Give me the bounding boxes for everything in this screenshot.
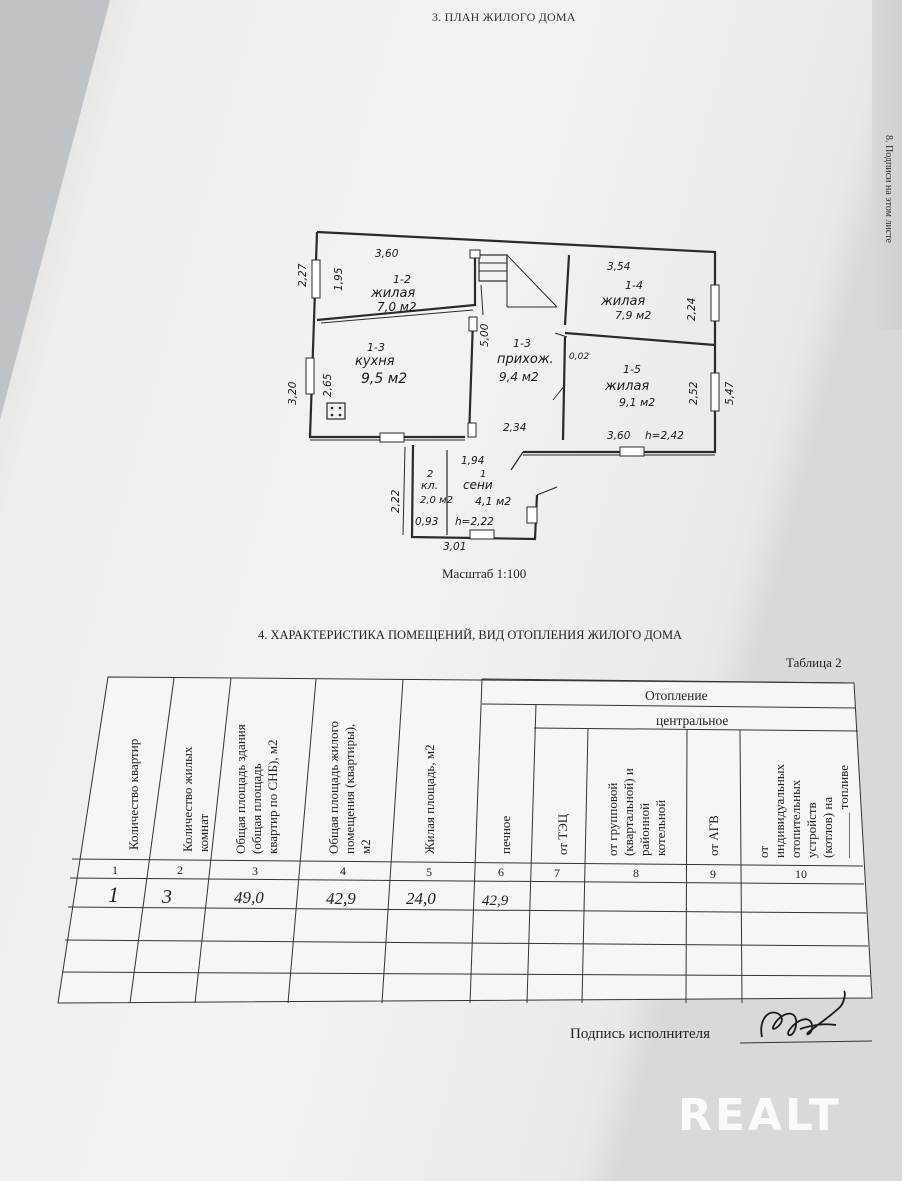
dim-3-54: 3,54 bbox=[607, 261, 630, 273]
room-closet-name: кл. bbox=[421, 479, 438, 492]
header-col8-line4: котельной bbox=[653, 800, 668, 856]
table-label: Таблица 2 bbox=[786, 655, 842, 670]
header-col6: печное bbox=[498, 815, 513, 854]
room-1-2-name: жилая bbox=[370, 286, 415, 301]
dim-2-22: 2,22 bbox=[390, 489, 402, 513]
header-col4-line3: м2 bbox=[358, 839, 373, 854]
col-number-3: 3 bbox=[252, 864, 258, 878]
cell-zhilaya: 24,0 bbox=[406, 889, 436, 908]
room-1-2-area: 7,0 м2 bbox=[377, 300, 417, 314]
dim-0-02: 0,02 bbox=[569, 352, 589, 362]
dim-2-34: 2,34 bbox=[503, 422, 526, 434]
header-col4-line1: Общая площадь жилого bbox=[326, 721, 341, 854]
dim-5-00: 5,00 bbox=[479, 323, 491, 347]
room-1-4-area: 7,9 м2 bbox=[615, 309, 651, 322]
header-col1: Количество квартир bbox=[126, 739, 141, 850]
col-number-2: 2 bbox=[177, 863, 183, 877]
col-number-5: 5 bbox=[426, 865, 432, 879]
adjacent-page-text: 8. Подписи на этом листе bbox=[883, 135, 894, 244]
room-1-3-kitchen-name: кухня bbox=[355, 354, 395, 369]
col-number-4: 4 bbox=[340, 864, 346, 878]
room-closet-id: 2 bbox=[427, 469, 433, 480]
room-vestibule-id: 1 bbox=[480, 469, 486, 480]
room-1-3-hall-area: 9,4 м2 bbox=[499, 370, 539, 384]
plan-scale: Масштаб 1:100 bbox=[442, 566, 527, 581]
dim-1-95: 1,95 bbox=[333, 267, 345, 291]
adjacent-page-edge: 8. Подписи на этом листе bbox=[872, 0, 902, 330]
room-1-5-area: 9,1 м2 bbox=[619, 396, 655, 409]
dim-2-52: 2,52 bbox=[688, 381, 700, 405]
dim-3-01: 3,01 bbox=[443, 541, 466, 553]
dim-3-60-bottom: 3,60 bbox=[607, 430, 631, 442]
header-col3-line2: (общая площадь bbox=[249, 763, 264, 854]
signature-mark bbox=[740, 990, 873, 1044]
room-1-2-id: 1-2 bbox=[393, 273, 411, 286]
header-col2-line2: комнат bbox=[196, 813, 211, 852]
col-number-8: 8 bbox=[633, 866, 639, 880]
header-col2-line1: Количество жилых bbox=[180, 746, 195, 852]
height-2-42: h=2,42 bbox=[645, 430, 684, 442]
col-number-7: 7 bbox=[554, 866, 560, 880]
header-centralnoe: центральное bbox=[656, 713, 728, 728]
realt-watermark: REALT bbox=[678, 1090, 842, 1141]
room-1-5-id: 1-5 bbox=[623, 363, 641, 376]
cell-obshchaya-zdaniya: 49,0 bbox=[234, 888, 264, 907]
cell-kvartir: 1 bbox=[108, 882, 119, 907]
header-col8-line1: от групповой bbox=[605, 783, 620, 856]
dim-3-20: 3,20 bbox=[287, 381, 299, 405]
room-1-4-id: 1-4 bbox=[625, 279, 643, 292]
header-col10-line5: (котлов) на bbox=[820, 797, 835, 858]
col-number-1: 1 bbox=[112, 863, 118, 877]
dim-2-65: 2,65 bbox=[322, 373, 334, 397]
header-col5: Жилая площадь, м2 bbox=[422, 744, 437, 854]
header-col4-line2: помещения (квартиры), bbox=[342, 724, 357, 854]
room-1-4-name: жилая bbox=[600, 294, 645, 309]
col-number-10: 10 bbox=[795, 867, 807, 881]
dim-2-24: 2,24 bbox=[686, 298, 698, 321]
header-col9: от АГВ bbox=[706, 815, 721, 856]
header-otoplenie: Отопление bbox=[645, 688, 708, 703]
dim-0-93: 0,93 bbox=[415, 516, 438, 528]
header-col8-line2: (квартальной) и bbox=[621, 768, 636, 856]
section-4-title: 4. ХАРАКТЕРИСТИКА ПОМЕЩЕНИЙ, ВИД ОТОПЛЕН… bbox=[258, 628, 683, 642]
characteristics-table: Отопление центральное Количество квартир… bbox=[57, 676, 873, 1004]
header-col10-line4: устройств bbox=[804, 802, 819, 858]
room-1-3-hall-id: 1-3 bbox=[513, 337, 531, 350]
cell-obshchaya-pomeshcheniya: 42,9 bbox=[326, 889, 356, 908]
header-col10-line3: отопительных bbox=[788, 779, 803, 858]
room-vestibule-name: сени bbox=[463, 478, 493, 492]
room-vestibule-area: 4,1 м2 bbox=[475, 495, 511, 508]
header-col8-line3: районной bbox=[637, 803, 652, 856]
header-col3-line1: Общая площадь здания bbox=[233, 724, 248, 854]
floor-plan: 1-2 жилая 7,0 м2 1-4 жилая 7,9 м2 1-3 ку… bbox=[287, 230, 735, 553]
cell-pechnoe: 42,9 bbox=[482, 893, 509, 909]
cell-komnat: 3 bbox=[161, 886, 172, 908]
room-1-3-hall-name: прихож. bbox=[497, 352, 554, 367]
dim-2-27: 2,27 bbox=[297, 263, 309, 287]
header-col7: от ТЭЦ bbox=[555, 813, 570, 855]
header-col10-line2: индивидуальных bbox=[772, 763, 787, 858]
room-1-3-kitchen-id: 1-3 bbox=[367, 341, 385, 354]
col-number-6: 6 bbox=[498, 865, 504, 879]
room-1-3-kitchen-area: 9,5 м2 bbox=[361, 371, 407, 387]
header-col3-line3: квартир по СНБ), м2 bbox=[265, 739, 280, 854]
signature-label: Подпись исполнителя bbox=[570, 1026, 710, 1042]
col-number-9: 9 bbox=[710, 867, 716, 881]
header-col10-line1: от bbox=[756, 846, 771, 858]
header-col10-line6: _______ топливе bbox=[836, 765, 851, 859]
room-closet-area: 2,0 м2 bbox=[420, 495, 453, 506]
section-3-title: 3. ПЛАН ЖИЛОГО ДОМА bbox=[432, 10, 576, 24]
dim-3-60-top: 3,60 bbox=[375, 248, 399, 260]
height-2-22: h=2,22 bbox=[455, 516, 494, 528]
room-1-5-name: жилая bbox=[604, 379, 649, 394]
dim-1-94: 1,94 bbox=[461, 455, 484, 467]
dim-5-47: 5,47 bbox=[724, 381, 735, 405]
